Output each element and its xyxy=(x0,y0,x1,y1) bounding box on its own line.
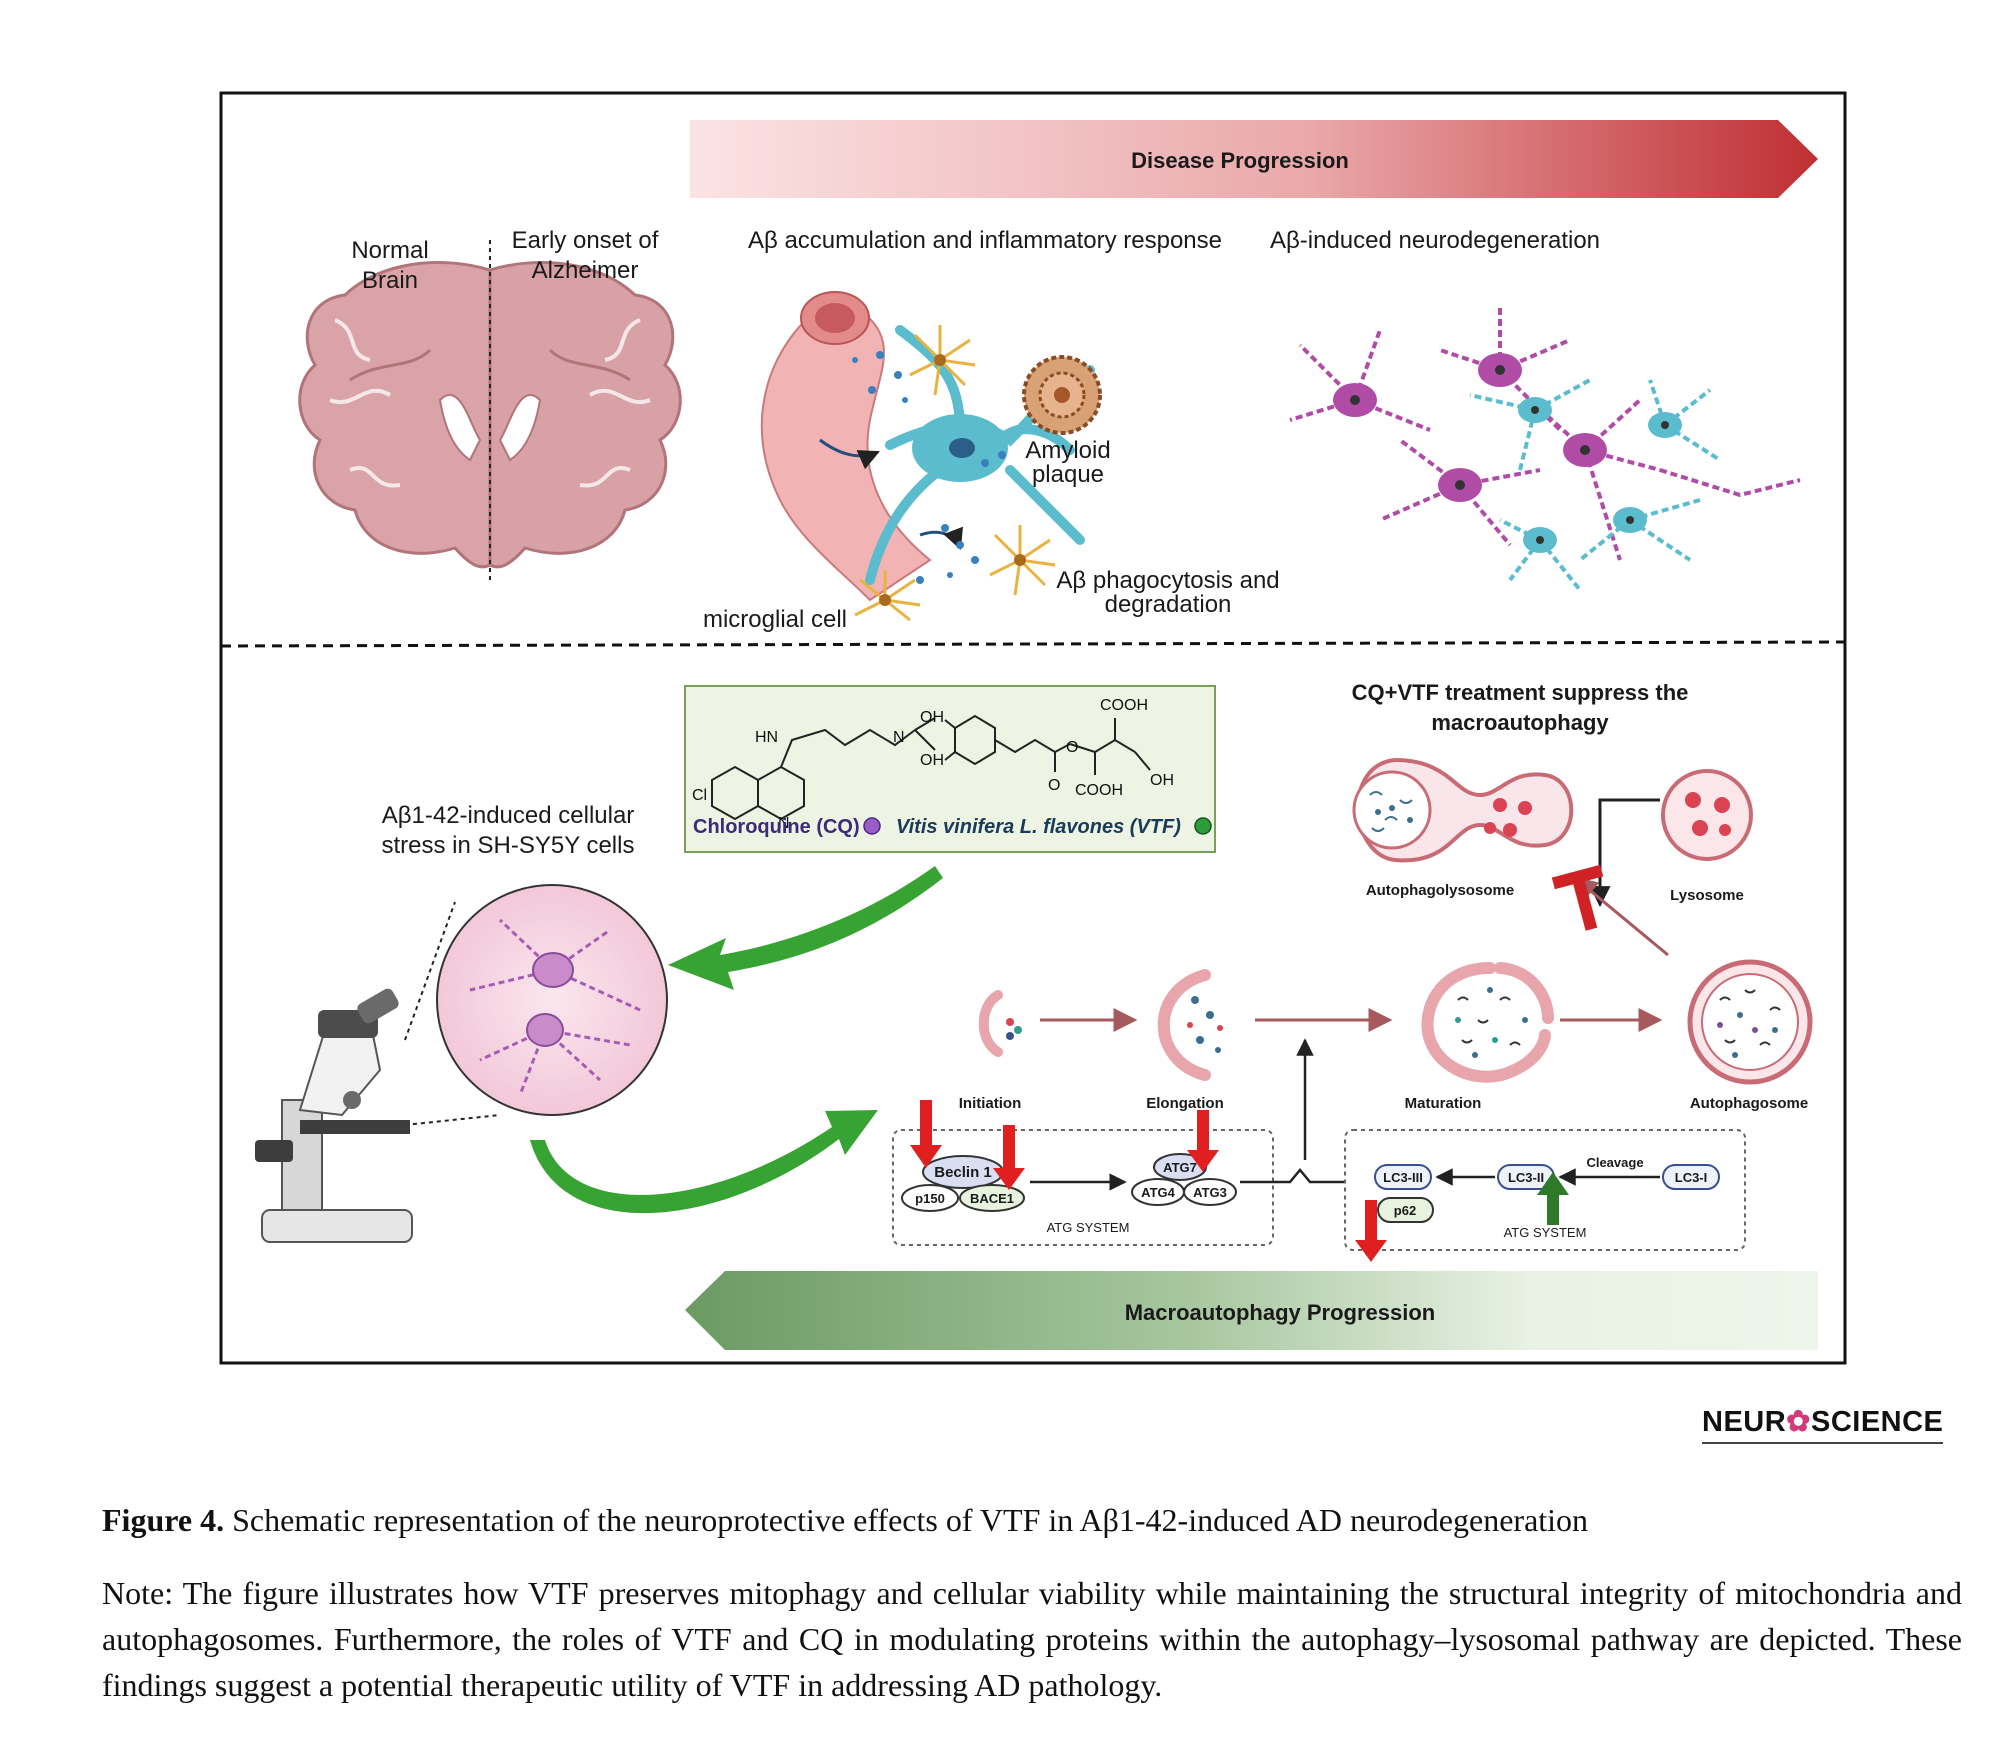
p62-label: p62 xyxy=(1394,1203,1416,1218)
atg-system-label-1: ATG SYSTEM xyxy=(1047,1220,1130,1235)
chem-text-cooh2: COOH xyxy=(1075,782,1123,799)
lc3-iii-label: LC3-III xyxy=(1383,1170,1423,1185)
lysosome-fusion-arrow xyxy=(1589,798,1660,908)
accumulation-illustration xyxy=(760,291,1102,622)
inhibition-line xyxy=(1573,876,1669,957)
chem-text-hn: HN xyxy=(755,729,778,746)
brain-illustration xyxy=(298,240,682,580)
neuroscience-logo: NEUR✿SCIENCE xyxy=(1702,1404,1944,1444)
early-onset-label-2: Alzheimer xyxy=(532,257,639,284)
figure-caption-title: Figure 4. Schematic representation of th… xyxy=(102,1502,1962,1539)
section-divider xyxy=(220,640,1846,648)
chloroquine-label: Chloroquine (CQ) xyxy=(693,816,860,838)
schematic-figure: Disease Progression Normal Brain Early o… xyxy=(219,91,1847,1365)
normal-brain-label-2: Brain xyxy=(362,267,418,294)
figure-frame xyxy=(219,91,1847,1365)
microglial-cell-label: microglial cell xyxy=(703,606,847,633)
stress-label-2: stress in SH-SY5Y cells xyxy=(382,832,635,859)
logo-suffix: SCIENCE xyxy=(1810,1406,1944,1438)
phagocytosis-label-2: degradation xyxy=(1105,591,1232,618)
p150-label: p150 xyxy=(915,1191,945,1206)
stage-initiation-label: Initiation xyxy=(959,1095,1022,1112)
autophagolysosome-label: Autophagolysosome xyxy=(1366,882,1514,899)
cleavage-label: Cleavage xyxy=(1586,1155,1643,1170)
accumulation-title: Aβ accumulation and inflammatory respons… xyxy=(748,227,1222,254)
chem-text-n1: N xyxy=(778,815,790,832)
atg7-label: ATG7 xyxy=(1163,1160,1197,1175)
chem-text-oh1: OH xyxy=(920,709,944,726)
cq-dot xyxy=(863,817,881,835)
normal-brain-label: Normal xyxy=(351,237,428,264)
macroautophagy-banner: Macroautophagy Progression xyxy=(685,1271,1818,1350)
atg4-label: ATG4 xyxy=(1141,1185,1175,1200)
stress-label: Aβ1-42-induced cellular xyxy=(382,802,635,829)
neurodegeneration-illustration xyxy=(1289,305,1801,592)
chem-text-o2: O xyxy=(1066,739,1078,756)
autophagosome-illustration xyxy=(1687,959,1813,1085)
lc3-i-label: LC3-I xyxy=(1675,1170,1708,1185)
inhibition-t-icon xyxy=(1551,864,1604,931)
autophagolysosome-illustration xyxy=(1352,757,1574,863)
chem-text-o1: O xyxy=(1048,777,1060,794)
logo-prefix: NEUR xyxy=(1702,1406,1787,1438)
phagocytosis-label: Aβ phagocytosis and xyxy=(1056,567,1279,594)
chem-text-cl: Cl xyxy=(692,787,707,804)
upregulation-arrow xyxy=(1537,1172,1569,1225)
chemical-structures-box: HN Cl N N OH OH O O COOH COOH OH Chloroq… xyxy=(684,685,1216,853)
initiation-phagophore xyxy=(978,990,1022,1057)
chem-text-oh3: OH xyxy=(1150,772,1174,789)
maturation-phagophore xyxy=(1421,962,1554,1083)
autophagosome-to-lysosome xyxy=(1615,950,1630,960)
early-onset-label: Early onset of xyxy=(512,227,659,254)
microscope-illustration xyxy=(255,988,413,1243)
disease-progression-banner: Disease Progression xyxy=(690,120,1818,198)
bace1-label: BACE1 xyxy=(970,1191,1014,1206)
vtf-label: Vitis vinifera L. flavones (VTF) xyxy=(896,816,1181,838)
figure-title: Schematic representation of the neuropro… xyxy=(232,1502,1589,1538)
atg3-label: ATG3 xyxy=(1193,1185,1227,1200)
green-arrow-to-cell xyxy=(668,866,943,990)
disease-progression-label: Disease Progression xyxy=(1131,148,1349,173)
treatment-title: CQ+VTF treatment suppress the xyxy=(1352,680,1689,705)
amyloid-plaque-label: Amyloid xyxy=(1025,437,1110,464)
neurodegeneration-title: Aβ-induced neurodegeneration xyxy=(1270,227,1600,254)
stage-autophagosome-label: Autophagosome xyxy=(1690,1095,1808,1112)
atg-system-left xyxy=(892,1038,1345,1246)
lysosome-label: Lysosome xyxy=(1670,887,1744,904)
chem-text-n2: N xyxy=(893,729,905,746)
macroautophagy-label: Macroautophagy Progression xyxy=(1125,1300,1436,1325)
stage-maturation-label: Maturation xyxy=(1405,1095,1482,1112)
atg-system-label-2: ATG SYSTEM xyxy=(1504,1225,1587,1240)
green-arrow-to-pathway xyxy=(530,1110,878,1214)
chem-text-cooh1: COOH xyxy=(1100,697,1148,714)
figure-caption-note: Note: The figure illustrates how VTF pre… xyxy=(102,1575,1962,1703)
chem-text-oh2: OH xyxy=(920,752,944,769)
lc3-ii-label: LC3-II xyxy=(1508,1170,1544,1185)
treatment-title-2: macroautophagy xyxy=(1431,710,1609,735)
amyloid-plaque-label-2: plaque xyxy=(1032,461,1104,488)
figure-label: Figure 4. xyxy=(102,1502,225,1538)
atg-system-right xyxy=(1344,1129,1746,1251)
cell-culture-view xyxy=(404,884,668,1126)
logo-mark-icon: ✿ xyxy=(1786,1406,1811,1438)
lysosome-illustration xyxy=(1661,769,1753,861)
stage-elongation-label: Elongation xyxy=(1146,1095,1224,1112)
elongation-phagophore xyxy=(1157,969,1223,1081)
beclin1-label: Beclin 1 xyxy=(934,1164,992,1181)
vtf-dot xyxy=(1194,817,1212,835)
downregulation-arrows xyxy=(910,1100,1387,1262)
